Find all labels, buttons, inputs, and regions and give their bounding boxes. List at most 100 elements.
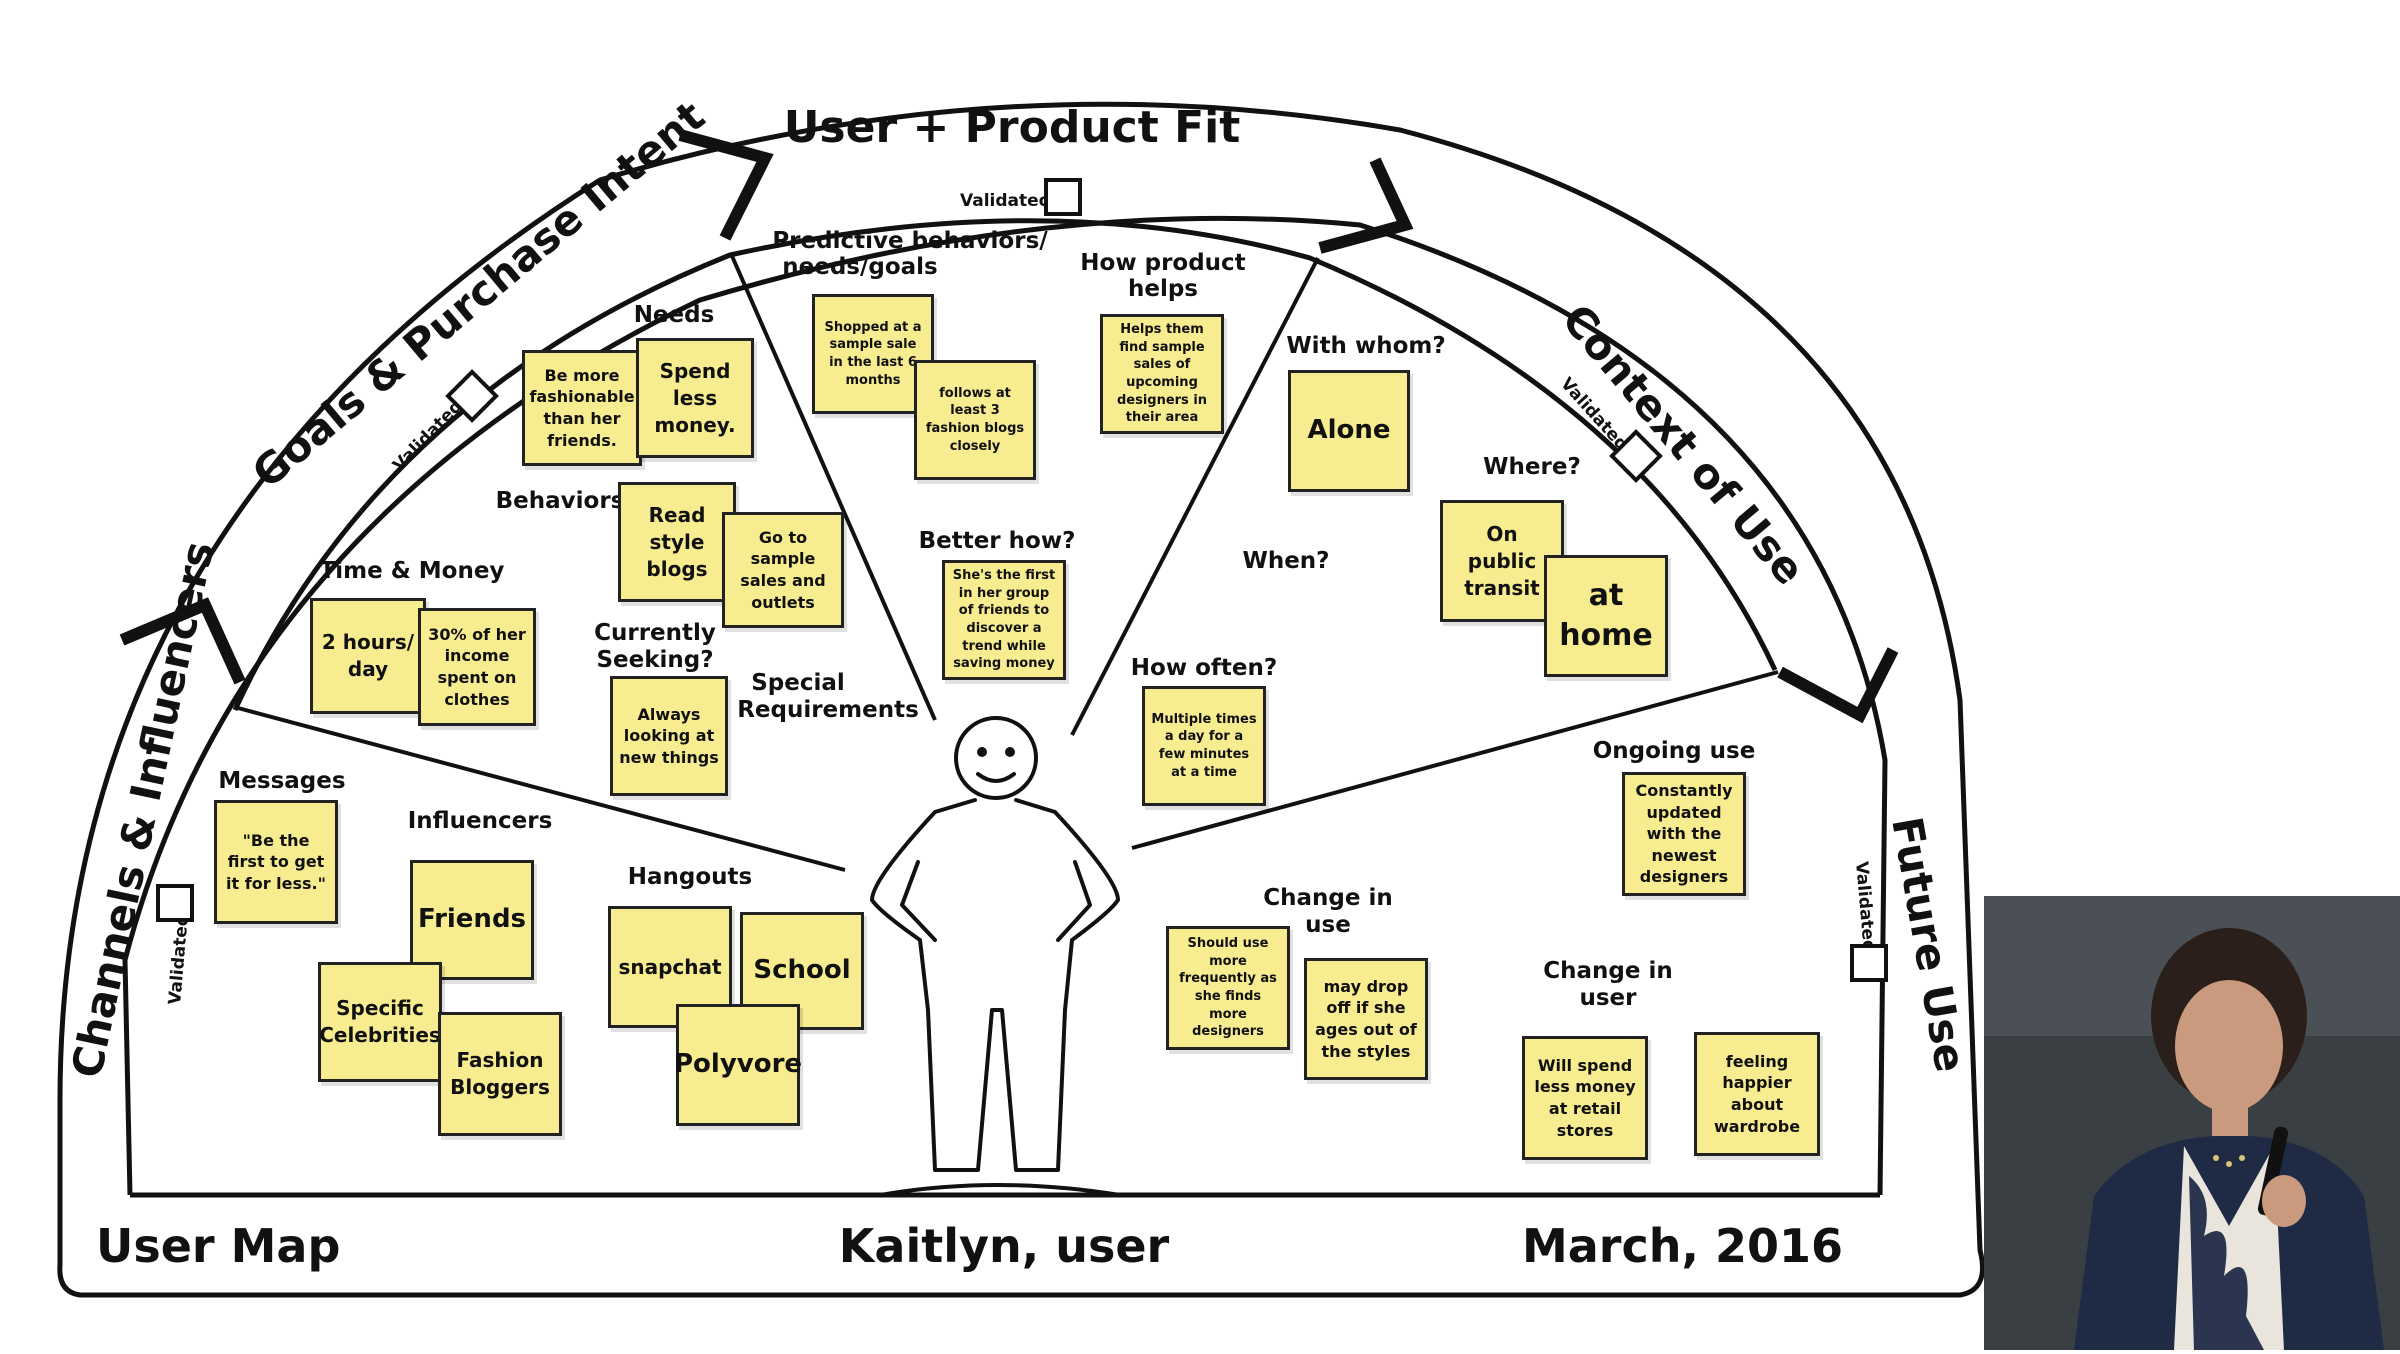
ring-title-top: User + Product Fit xyxy=(784,102,1241,153)
sticky-note[interactable]: Alone xyxy=(1288,370,1410,492)
ring-title-right: Context of Use xyxy=(1552,295,1814,594)
note-text: Helps them find sample sales of upcoming… xyxy=(1116,322,1208,426)
note-text: "Be the first to get it for less." xyxy=(226,830,326,893)
note-text: Multiple times a day for a few minutes a… xyxy=(1151,711,1257,780)
note-text: She's the first in her group of friends … xyxy=(952,568,1056,672)
validated-checkbox-right[interactable] xyxy=(1609,429,1663,483)
sticky-note[interactable]: School xyxy=(740,912,864,1030)
label-ongoing-use: Ongoing use xyxy=(1593,738,1756,764)
sticky-note[interactable]: Will spend less money at retail stores xyxy=(1522,1036,1648,1160)
note-text: On public transit xyxy=(1464,521,1540,600)
note-text: School xyxy=(753,955,851,986)
sticky-note[interactable]: Be more fashionable than her friends. xyxy=(522,350,642,466)
note-text: Will spend less money at retail stores xyxy=(1534,1055,1636,1140)
note-text: snapchat xyxy=(618,954,722,979)
sticky-note[interactable]: 30% of her income spent on clothes xyxy=(418,608,536,726)
note-text: Constantly updated with the newest desig… xyxy=(1635,781,1733,887)
bottom-label-user-name: Kaitlyn, user xyxy=(839,1219,1170,1273)
label-messages: Messages xyxy=(218,768,345,794)
sticky-note[interactable]: feeling happier about wardrobe xyxy=(1694,1032,1820,1156)
label-predictive: Predictive behaviors/needs/goals xyxy=(772,228,1048,280)
note-text: Polyvore xyxy=(673,1049,803,1080)
sticky-note[interactable]: 2 hours/ day xyxy=(310,598,426,714)
note-text: Should use more frequently as she finds … xyxy=(1179,936,1277,1040)
sticky-note[interactable]: Multiple times a day for a few minutes a… xyxy=(1142,686,1266,806)
wedge-line-1 xyxy=(237,706,846,872)
label-where: Where? xyxy=(1483,454,1581,480)
validated-checkbox-channels[interactable] xyxy=(156,884,194,922)
validated-label-left: Validated xyxy=(389,396,466,475)
sticky-note[interactable]: Read style blogs xyxy=(618,482,736,602)
wedge-line-3 xyxy=(1070,257,1320,736)
presenter-video xyxy=(1984,896,2400,1350)
note-text: 30% of her income spent on clothes xyxy=(428,624,526,709)
sticky-note[interactable]: Helps them find sample sales of upcoming… xyxy=(1100,314,1224,434)
validated-label-future: Validated xyxy=(1851,861,1879,953)
sticky-note[interactable]: at home xyxy=(1544,555,1668,677)
note-text: Be more fashionable than her friends. xyxy=(529,365,635,450)
note-text: at home xyxy=(1559,577,1653,654)
sticky-note[interactable]: Fashion Bloggers xyxy=(438,1012,562,1136)
label-time-money: Time & Money xyxy=(320,558,505,584)
label-needs: Needs xyxy=(634,302,715,328)
divider-top-right xyxy=(1318,157,1414,254)
note-text: feeling happier about wardrobe xyxy=(1713,1051,1801,1136)
label-with-whom: With whom? xyxy=(1286,333,1445,359)
ring-title-channels: Channels & Influencers xyxy=(62,537,224,1082)
label-hangouts: Hangouts xyxy=(628,864,752,890)
sticky-note[interactable]: On public transit xyxy=(1440,500,1564,622)
middle-ring xyxy=(122,215,1888,1196)
sticky-note[interactable]: Spend less money. xyxy=(636,338,754,458)
label-how-often: How often? xyxy=(1131,655,1277,681)
divider-left xyxy=(119,597,246,685)
label-behaviors: Behaviors xyxy=(496,488,625,514)
bottom-label-user-map: User Map xyxy=(96,1219,340,1273)
note-text: Always looking at new things xyxy=(619,704,719,767)
note-text: Fashion Bloggers xyxy=(450,1048,550,1099)
note-text: Go to sample sales and outlets xyxy=(740,527,826,612)
sticky-note[interactable]: Constantly updated with the newest desig… xyxy=(1622,772,1746,896)
note-text: Read style blogs xyxy=(646,502,708,581)
bottom-label-date: March, 2016 xyxy=(1522,1219,1843,1273)
note-text: may drop off if she ages out of the styl… xyxy=(1315,976,1417,1061)
sticky-note[interactable]: Should use more frequently as she finds … xyxy=(1166,926,1290,1050)
label-when: When? xyxy=(1242,548,1329,574)
inner-ring xyxy=(232,218,1778,712)
outer-dome xyxy=(57,101,1985,1298)
sticky-note[interactable]: Always looking at new things xyxy=(610,676,728,796)
wedge-line-4 xyxy=(1131,670,1779,850)
note-text: Friends xyxy=(417,904,527,935)
sticky-note[interactable]: Friends xyxy=(410,860,534,980)
person-figure-icon xyxy=(870,716,1122,1197)
ring-title-future: Future Use xyxy=(1882,813,1975,1075)
note-text: 2 hours/ day xyxy=(321,630,415,681)
validated-label-top: Validated xyxy=(960,191,1051,211)
sticky-note[interactable]: Shopped at a sample sale in the last 6 m… xyxy=(812,294,934,414)
validated-checkbox-top[interactable] xyxy=(1044,178,1082,216)
divider-right xyxy=(1777,647,1899,724)
validated-label-channels: Validated xyxy=(165,913,193,1005)
divider-top-left xyxy=(678,129,774,241)
note-text: Spend less money. xyxy=(654,358,736,437)
sticky-note[interactable]: Specific Celebrities xyxy=(318,962,442,1082)
sticky-note[interactable]: follows at least 3 fashion blogs closely xyxy=(914,360,1036,480)
note-text: Specific Celebrities xyxy=(319,996,441,1047)
validated-checkbox-left[interactable] xyxy=(445,369,499,423)
note-text: Shopped at a sample sale in the last 6 m… xyxy=(824,319,922,388)
validated-checkbox-future[interactable] xyxy=(1850,944,1888,982)
sticky-note[interactable]: may drop off if she ages out of the styl… xyxy=(1304,958,1428,1080)
note-text: follows at least 3 fashion blogs closely xyxy=(925,385,1025,454)
label-better-how: Better how? xyxy=(919,528,1076,554)
sticky-note[interactable]: Go to sample sales and outlets xyxy=(722,512,844,628)
sticky-note[interactable]: "Be the first to get it for less." xyxy=(214,800,338,924)
label-influencers: Influencers xyxy=(408,808,553,834)
presenter-image xyxy=(1984,896,2400,1350)
sticky-note[interactable]: Polyvore xyxy=(673,1004,803,1126)
sticky-note[interactable]: She's the first in her group of friends … xyxy=(942,560,1066,680)
